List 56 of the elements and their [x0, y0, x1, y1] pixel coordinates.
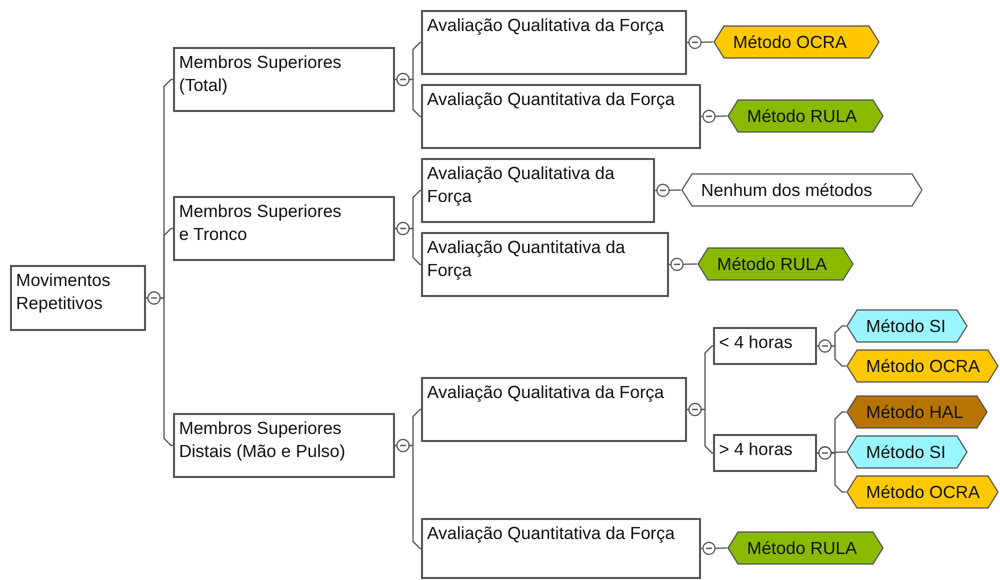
branch-line: [686, 36, 714, 50]
topic-box: [713, 434, 817, 472]
node-text: Método RULA: [747, 536, 857, 560]
node-text: Método RULA: [747, 104, 857, 128]
branch-line: [654, 184, 682, 198]
branch-line: [817, 339, 846, 367]
branch-line: [146, 291, 173, 446]
method-tag: [727, 531, 884, 565]
node-text: Método RULA: [717, 252, 827, 276]
node-text: Método SI: [866, 314, 946, 338]
node-text: Método OCRA: [866, 354, 980, 378]
branch-line: [668, 258, 698, 272]
topic-box: [173, 413, 395, 478]
method-tag: [846, 475, 999, 509]
method-tag: [727, 99, 884, 133]
method-tag: [846, 395, 988, 429]
node-text: Avaliação Qualitativa da Força: [427, 381, 666, 404]
node-text: Método OCRA: [866, 480, 980, 504]
branch-line: [700, 110, 728, 124]
branch-line: [687, 402, 714, 454]
method-tag: [846, 309, 968, 343]
topic-box: [173, 196, 395, 261]
method-tag: [713, 25, 880, 59]
branch-line: [395, 222, 422, 266]
topic-box: [421, 158, 655, 223]
topic-box: [713, 327, 817, 365]
method-tag: [846, 349, 999, 383]
topic-box: [421, 377, 687, 442]
topic-box: [421, 232, 669, 297]
branch-line: [700, 542, 728, 556]
node-text: Avaliação Quantitativa da Força: [427, 522, 676, 545]
branch-line: [395, 438, 422, 550]
method-tag: [681, 173, 923, 207]
node-text: Avaliação Quantitativa da Força: [427, 236, 626, 282]
topic-box: [421, 518, 701, 579]
node-text: Membros Superiores e Tronco: [179, 200, 342, 246]
topic-box: [173, 47, 395, 112]
branch-line: [395, 72, 422, 118]
node-text: Avaliação Qualitativa da Força: [427, 14, 666, 37]
topic-box: [421, 84, 701, 149]
node-text: Membros Superiores Distais (Mão e Pulso): [179, 417, 346, 462]
method-tag: [697, 247, 854, 281]
topic-box: [421, 10, 687, 75]
node-text: Método HAL: [866, 400, 964, 424]
node-text: Nenhum dos métodos: [701, 178, 872, 202]
topic-box: [10, 265, 146, 331]
node-text: Método SI: [866, 440, 946, 464]
node-text: > 4 horas: [719, 438, 794, 461]
node-text: Método OCRA: [733, 30, 847, 54]
method-tag: [846, 435, 968, 469]
node-text: Membros Superiores (Total): [179, 51, 342, 96]
node-text: < 4 horas: [719, 331, 794, 354]
node-text: Avaliação Qualitativa da Força: [427, 162, 616, 208]
node-text: Movimentos Repetitivos: [16, 269, 112, 314]
node-text: Avaliação Quantitativa da Força: [427, 88, 676, 111]
branch-line: [817, 446, 846, 493]
